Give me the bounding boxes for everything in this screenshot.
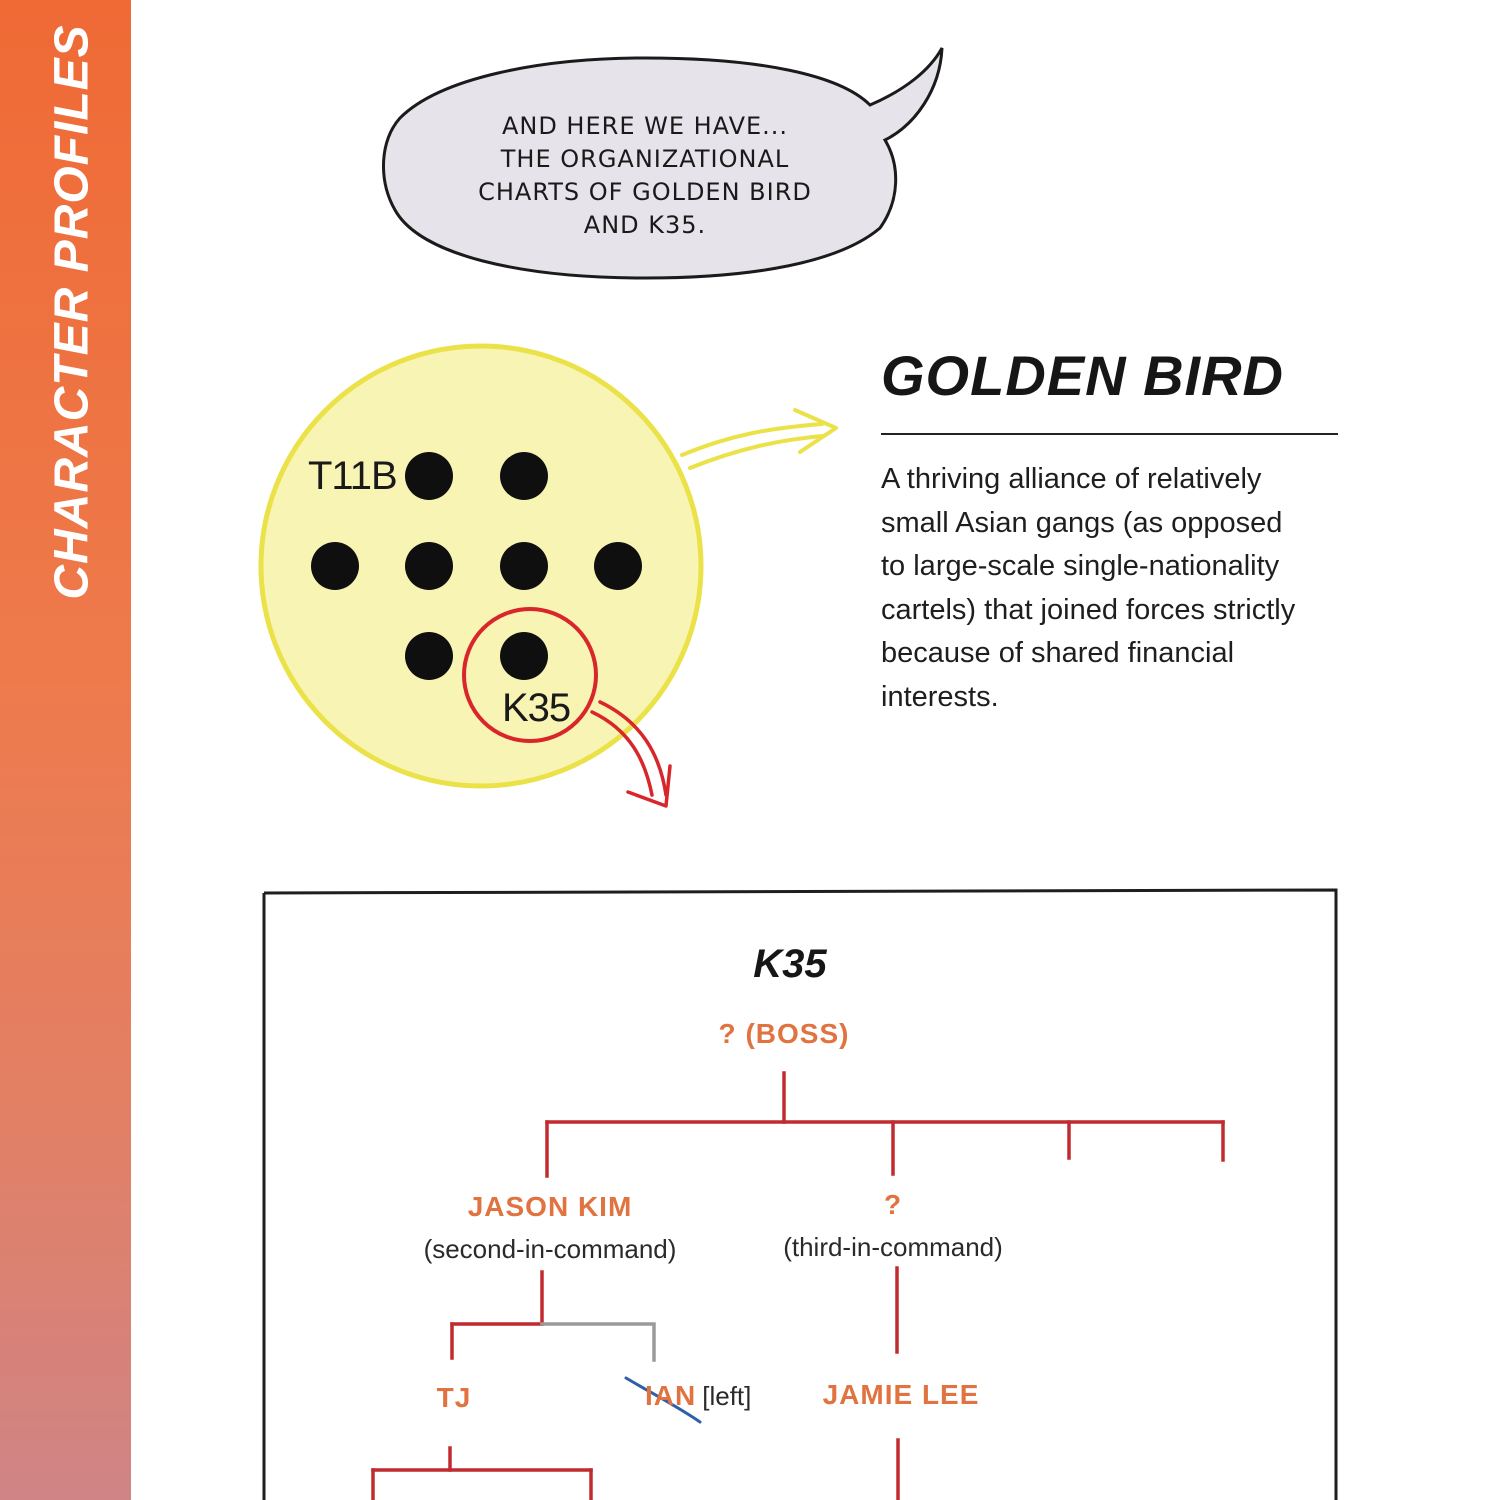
member-dot xyxy=(500,542,548,590)
member-dot xyxy=(311,542,359,590)
member-dot xyxy=(405,632,453,680)
speech-line: AND K35. xyxy=(583,211,707,239)
red-arrow-icon xyxy=(590,700,672,808)
title-divider xyxy=(881,433,1338,435)
description-line: interests. xyxy=(881,680,999,713)
golden-bird-title: GOLDEN BIRD xyxy=(881,344,1284,407)
member-dot xyxy=(405,542,453,590)
member-dot xyxy=(500,452,548,500)
second-in-command-role: (second-in-command) xyxy=(423,1234,677,1264)
org-chart-frame xyxy=(262,888,1338,1500)
boss-node: ? (BOSS) xyxy=(718,1018,850,1049)
description-line: small Asian gangs (as opposed xyxy=(881,506,1283,539)
speech-bubble xyxy=(382,47,944,280)
description-line: because of shared financial xyxy=(881,637,1235,669)
org-chart-links xyxy=(371,1071,1225,1500)
member-tj: TJ xyxy=(436,1382,472,1413)
k35-circle-label: K35 xyxy=(502,686,571,730)
ian-strike-mark xyxy=(624,1376,702,1424)
second-in-command-name: JASON KIM xyxy=(467,1191,633,1222)
speech-line: AND HERE WE HAVE... xyxy=(501,112,789,140)
description-line: cartels) that joined forces strictly xyxy=(881,593,1296,626)
member-ian: IAN[left] xyxy=(645,1380,751,1412)
description-line: A thriving alliance of relatively xyxy=(881,463,1262,495)
speech-line: THE ORGANIZATIONAL xyxy=(500,145,790,173)
t11b-label: T11B xyxy=(308,454,398,498)
member-dot xyxy=(405,452,453,500)
member-ian-note: [left] xyxy=(702,1381,752,1411)
description-line: to large-scale single-nationality xyxy=(881,550,1280,582)
golden-bird-description: A thriving alliance of relatively small … xyxy=(881,458,1351,719)
k35-highlight-ring xyxy=(462,607,598,743)
member-ian-name: IAN xyxy=(645,1380,697,1411)
third-in-command-role: (third-in-command) xyxy=(783,1232,1003,1262)
third-in-command-name: ? xyxy=(883,1189,903,1220)
speech-line: CHARTS OF GOLDEN BIRD xyxy=(478,178,812,206)
speech-bubble-text: AND HERE WE HAVE... THE ORGANIZATIONAL C… xyxy=(445,110,845,242)
member-jamie-lee: JAMIE LEE xyxy=(822,1379,980,1410)
member-dot xyxy=(500,632,548,680)
member-dot xyxy=(594,542,642,590)
alliance-circle xyxy=(258,343,704,789)
yellow-arrow-icon xyxy=(680,408,838,470)
org-chart-title: K35 xyxy=(753,942,827,986)
sidebar: CHARACTER PROFILES xyxy=(0,0,131,1500)
